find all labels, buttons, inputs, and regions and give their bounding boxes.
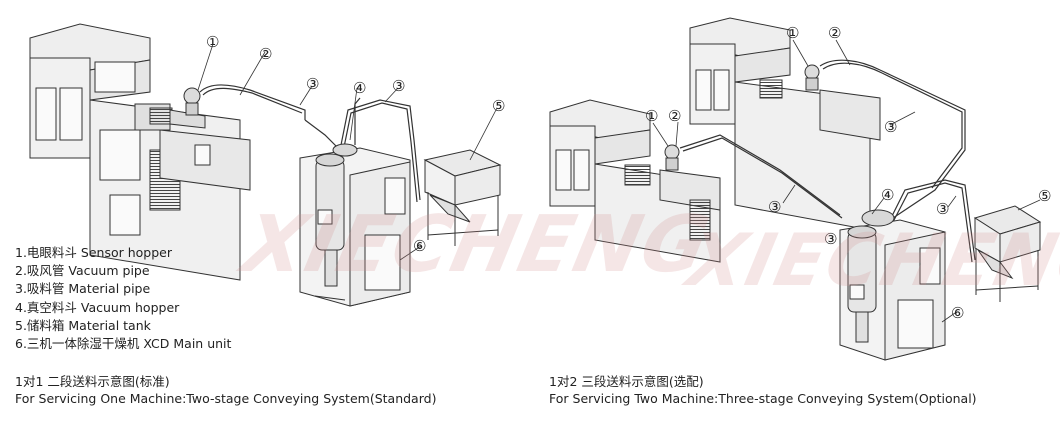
left-dryer-main-unit <box>299 143 411 307</box>
right-caption-cn: 1对2 三段送料示意图(选配) <box>549 374 704 389</box>
left-callout-6: ⑥ <box>413 237 426 255</box>
legend-item-main-unit: 6.三机一体除湿干燥机 XCD Main unit <box>15 336 232 352</box>
right-diagram <box>549 17 1042 361</box>
right-callout-3d: ③ <box>824 230 837 248</box>
left-diagram <box>29 23 502 307</box>
legend-item-vacuum-pipe: 2.吸风管 Vacuum pipe <box>15 263 150 279</box>
left-pipes <box>199 84 421 203</box>
left-caption: 1对1 二段送料示意图(标准) For Servicing One Machin… <box>15 373 436 407</box>
right-callout-3b: ③ <box>768 198 781 216</box>
left-callout-1: ① <box>206 33 219 51</box>
left-material-tank <box>423 149 502 246</box>
right-callout-4: ④ <box>881 186 894 204</box>
left-caption-en: For Servicing One Machine:Two-stage Conv… <box>15 391 437 406</box>
legend-item-sensor-hopper: 1.电眼料斗 Sensor hopper <box>15 245 172 260</box>
left-callout-2: ② <box>259 45 272 63</box>
right-caption-en: For Servicing Two Machine:Three-stage Co… <box>549 391 977 406</box>
left-callout-5: ⑤ <box>492 97 505 115</box>
right-callout-6: ⑥ <box>951 304 964 322</box>
right-callout-1b: ① <box>645 107 658 125</box>
left-caption-cn: 1对1 二段送料示意图(标准) <box>15 374 170 389</box>
right-callout-1a: ① <box>786 24 799 42</box>
left-callout-3b: ③ <box>392 77 405 95</box>
legend-item-vacuum-hopper: 4.真空料斗 Vacuum hopper <box>15 299 180 315</box>
component-legend: 1.电眼料斗 Sensor hopper 2.吸风管 Vacuum pipe 3… <box>15 244 231 353</box>
legend-item-material-pipe: 3.吸料管 Material pipe <box>15 281 151 297</box>
right-back-injection-machine <box>689 17 881 231</box>
left-injection-machine <box>29 23 251 281</box>
legend-item-material-tank: 5.储料箱 Material tank <box>15 317 151 333</box>
right-callout-2a: ② <box>828 24 841 42</box>
right-callout-3a: ③ <box>884 118 897 136</box>
right-watermark-logo: XIECHENG <box>681 218 1060 302</box>
right-material-tank <box>973 205 1042 302</box>
left-callout-4: ④ <box>353 79 366 97</box>
left-watermark-logo: XIECHENG <box>235 200 719 290</box>
right-callout-5: ⑤ <box>1038 187 1051 205</box>
right-pipes <box>679 59 976 263</box>
right-callout-3c: ③ <box>936 200 949 218</box>
right-front-injection-machine <box>549 99 721 263</box>
right-caption: 1对2 三段送料示意图(选配) For Servicing Two Machin… <box>549 373 977 407</box>
right-dryer-main-unit <box>839 209 946 361</box>
right-callout-2b: ② <box>668 107 681 125</box>
left-callout-3a: ③ <box>306 75 319 93</box>
